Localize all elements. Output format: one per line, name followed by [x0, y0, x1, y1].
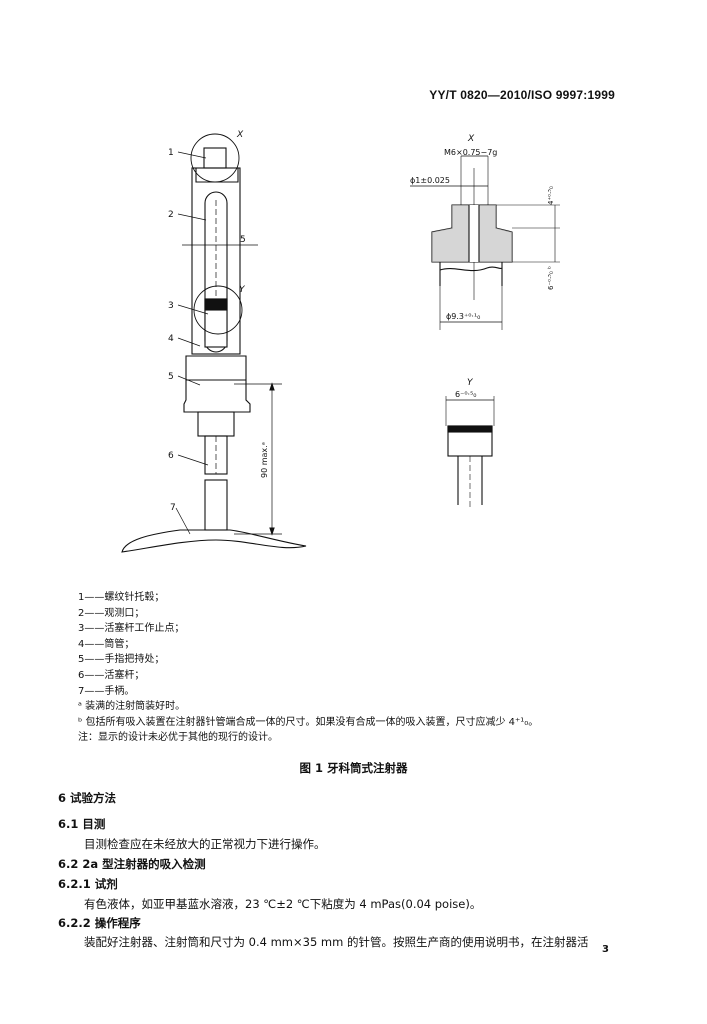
detail-x-thread: M6×0.75−7g — [444, 148, 497, 157]
legend-item: 3——活塞杆工作止点； — [78, 623, 185, 635]
thumb-handle — [121, 529, 307, 553]
dim-5: 5 — [240, 235, 246, 245]
section-6-2-heading: 6.2 2a 型注射器的吸入检测 — [58, 857, 206, 871]
callout-4: 4 — [168, 334, 174, 344]
label-y: Y — [239, 285, 246, 295]
legend-item: 2——观测口； — [78, 607, 145, 619]
detail-x-circle — [190, 133, 240, 183]
legend-item: 5——手指把持处； — [78, 654, 165, 666]
callout-6: 6 — [168, 451, 174, 461]
figure-legend: 1——螺纹针托毂； 2——观测口； 3——活塞杆工作止点； 4——筒管； 5——… — [78, 590, 538, 746]
detail-x-bore: ϕ1±0.025 — [410, 176, 450, 185]
label-x: X — [236, 130, 244, 140]
legend-item: 4——筒管； — [78, 638, 135, 650]
section-6-2-2-heading: 6.2.2 操作程序 — [58, 916, 141, 930]
page-number: 3 — [602, 944, 609, 955]
footnote-a: ᵃ 装满的注射筒装好时。 — [78, 701, 186, 713]
observation-window — [204, 191, 228, 353]
needle-hub — [203, 147, 227, 169]
detail-y-title: Y — [467, 378, 474, 388]
legend-item: 7——手柄。 — [78, 685, 135, 697]
grip-collar — [197, 411, 235, 437]
detail-x-dim-top: 4⁺⁰·⁵₀ — [547, 186, 555, 205]
syringe-figure: 1 2 3 4 5 6 7 X Y 5 90 max.ᵃ X M6×0.75−7… — [121, 130, 560, 553]
legend-item: 1——螺纹针托毂； — [78, 592, 165, 603]
footnote-b: ᵇ 包括所有吸入装置在注射器针管端合成一体的尺寸。如果没有合成一体的吸入装置，尺… — [78, 716, 539, 728]
figure-note: 注：显示的设计未必优于其他的现行的设计。 — [78, 732, 278, 744]
detail-x-title: X — [467, 134, 475, 144]
finger-grip — [183, 355, 251, 413]
dim-90-max: 90 max.ᵃ — [260, 442, 269, 478]
legend-item: 6——活塞杆； — [78, 669, 145, 681]
callout-5: 5 — [168, 372, 174, 382]
detail-y-dim: 6⁻⁰·⁵₀ — [455, 390, 476, 399]
section-6-2-2-text: 装配好注射器、注射筒和尺寸为 0.4 mm×35 mm 的针管。按照生产商的使用… — [84, 935, 589, 949]
section-6-2-1-text: 有色液体，如亚甲基蓝水溶液，23 ℃±2 ℃下粘度为 4 mPas(0.04 p… — [84, 897, 482, 911]
detail-x-dim-bottom: 6⁻⁰·⁵₀ ᵇ — [547, 266, 555, 290]
callout-2: 2 — [168, 210, 174, 220]
detail-x-diameter: ϕ9.3⁺⁰·¹₀ — [446, 312, 480, 321]
plunger-rod-lower — [204, 479, 228, 531]
section-6-1-heading: 6.1 目测 — [58, 817, 106, 831]
callout-1: 1 — [168, 148, 174, 158]
figure-caption: 图 1 牙科筒式注射器 — [299, 761, 408, 775]
barrel — [191, 167, 241, 355]
section-6-1-text: 目测检查应在未经放大的正常视力下进行操作。 — [84, 837, 326, 851]
callout-7: 7 — [170, 503, 176, 513]
section-6-heading: 6 试验方法 — [58, 791, 117, 805]
standard-number: YY/T 0820—2010/ISO 9997:1999 — [429, 88, 615, 102]
callout-3: 3 — [168, 301, 174, 311]
section-6-2-1-heading: 6.2.1 试剂 — [58, 877, 118, 891]
